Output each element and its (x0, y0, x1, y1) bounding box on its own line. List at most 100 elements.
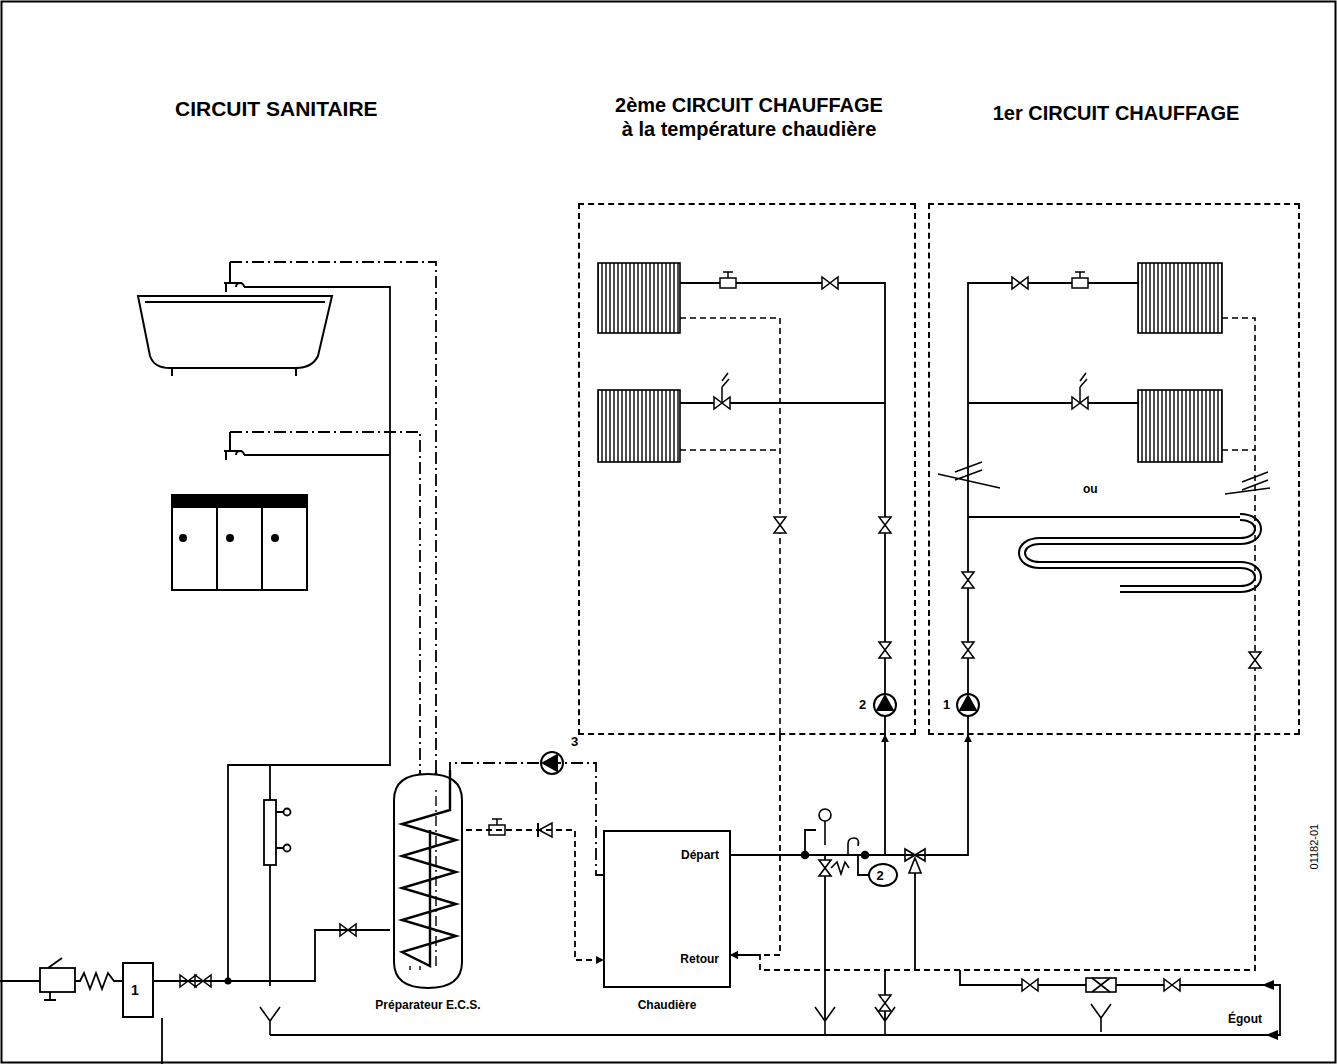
sink-cabinet (272, 535, 278, 541)
break-marks (938, 462, 1270, 494)
pipe-connector (466, 830, 603, 960)
tank-outline (410, 966, 420, 970)
cold-water-pipes (0, 287, 390, 1064)
installation-drawing (962, 642, 974, 658)
cold-water-pipes (228, 287, 390, 981)
pipe-connector (450, 763, 603, 875)
tank-box: Préparateur E.C.S. (390, 770, 466, 992)
installation-drawing (957, 694, 979, 716)
installation-drawing (1249, 652, 1261, 668)
break-marks (1225, 472, 1270, 494)
pressure-reducer (44, 958, 62, 1000)
radiators (598, 263, 680, 333)
radiators (598, 390, 680, 462)
underfloor-coil (1022, 517, 1258, 589)
heating-return-pipes (680, 318, 780, 735)
pipe-connector (154, 930, 390, 981)
tank-outline (435, 790, 436, 966)
bathtub (172, 368, 296, 376)
radiators (1138, 263, 1222, 333)
cold-water-pipes (75, 973, 122, 989)
underfloor-coil (1022, 517, 1258, 589)
disconnector (1086, 978, 1116, 992)
installation-drawing (874, 694, 896, 716)
circuit-region: 1er CIRCUIT CHAUFFAGE (928, 203, 1300, 735)
drain-arrow (1266, 1030, 1278, 1040)
sink-cabinet (172, 495, 307, 590)
cold-water-pipes (161, 1018, 163, 1064)
installation-drawing (714, 373, 730, 409)
break-marks (938, 462, 1000, 488)
boiler-fittings (824, 821, 826, 845)
installation-drawing (720, 272, 736, 288)
heating-supply-pipes (270, 283, 1280, 1035)
callout-label: 3 (571, 734, 578, 750)
sink-cabinet (227, 535, 233, 541)
boiler-fittings (819, 809, 831, 821)
safety-group (284, 809, 291, 816)
cold-water-pipes (244, 454, 390, 456)
sink-cabinet (172, 495, 307, 507)
sink-cabinet (217, 507, 262, 590)
equipment-box: ChaudièreDépartRetour (603, 830, 731, 988)
pressure-reducer (40, 968, 75, 992)
node-label: 1er CIRCUIT CHAUFFAGE (930, 101, 1302, 125)
port-label: Départ (681, 848, 719, 862)
node-label: Préparateur E.C.S. (343, 998, 513, 1012)
expansion-vessel: 2 (868, 863, 898, 887)
radiators (598, 263, 1222, 462)
heating-supply-pipes (914, 865, 916, 970)
disconnector (1086, 978, 1116, 992)
sink-cabinet (180, 535, 186, 541)
installation-drawing (1164, 979, 1180, 991)
pipe-connector (731, 735, 1255, 970)
hot-water-pipes (230, 262, 436, 778)
pressure-reducer (40, 958, 75, 1000)
installation-drawing (260, 1007, 280, 1035)
disconnector (1092, 978, 1110, 992)
installation-drawing (879, 642, 891, 658)
tank-outline (402, 770, 456, 966)
installation-drawing (1091, 1004, 1111, 1032)
boiler-fittings (848, 838, 859, 855)
installation-drawing (879, 995, 891, 1011)
boiler-fittings (819, 860, 831, 876)
safety-group (276, 812, 284, 848)
installation-drawing (774, 517, 786, 533)
bathtub (138, 296, 332, 376)
section-title: CIRCUIT SANITAIRE (175, 96, 378, 121)
installation-drawing (1072, 272, 1088, 288)
safety-group (284, 845, 291, 852)
callout-label: ou (1083, 482, 1098, 496)
heating-supply-pipes (805, 830, 825, 1021)
heating-supply-pipes (968, 283, 1138, 735)
callout-label: 2 (859, 697, 866, 713)
underfloor-coil (1022, 517, 1258, 589)
node-label: 2 (870, 868, 890, 884)
safety-group (264, 800, 276, 865)
installation-drawing (1012, 277, 1028, 289)
installation-drawing (489, 819, 505, 835)
bathtub (138, 296, 332, 368)
heating-return-pipes (1222, 318, 1255, 735)
node-label: 1 (124, 982, 146, 999)
heating-supply-pipes (680, 283, 885, 735)
installation-drawing (822, 277, 838, 289)
taps (224, 262, 244, 292)
installation-drawing (815, 1007, 835, 1035)
callout-label: 1 (943, 697, 950, 713)
taps (224, 432, 244, 460)
heating-return-pipes (680, 318, 1255, 735)
circuit-region: 2ème CIRCUIT CHAUFFAGE à la température … (578, 203, 916, 735)
boiler-fittings (909, 858, 921, 873)
hot-water-pipes (230, 262, 436, 778)
sink-cabinet (172, 495, 307, 590)
node-label: Chaudière (603, 998, 731, 1012)
installation-drawing (879, 517, 891, 533)
hot-water-pipes (230, 432, 420, 778)
pipe-connector (731, 735, 780, 955)
boiler-fittings (831, 862, 849, 874)
pipe-connector (731, 735, 885, 855)
pipe-connector (731, 735, 968, 855)
